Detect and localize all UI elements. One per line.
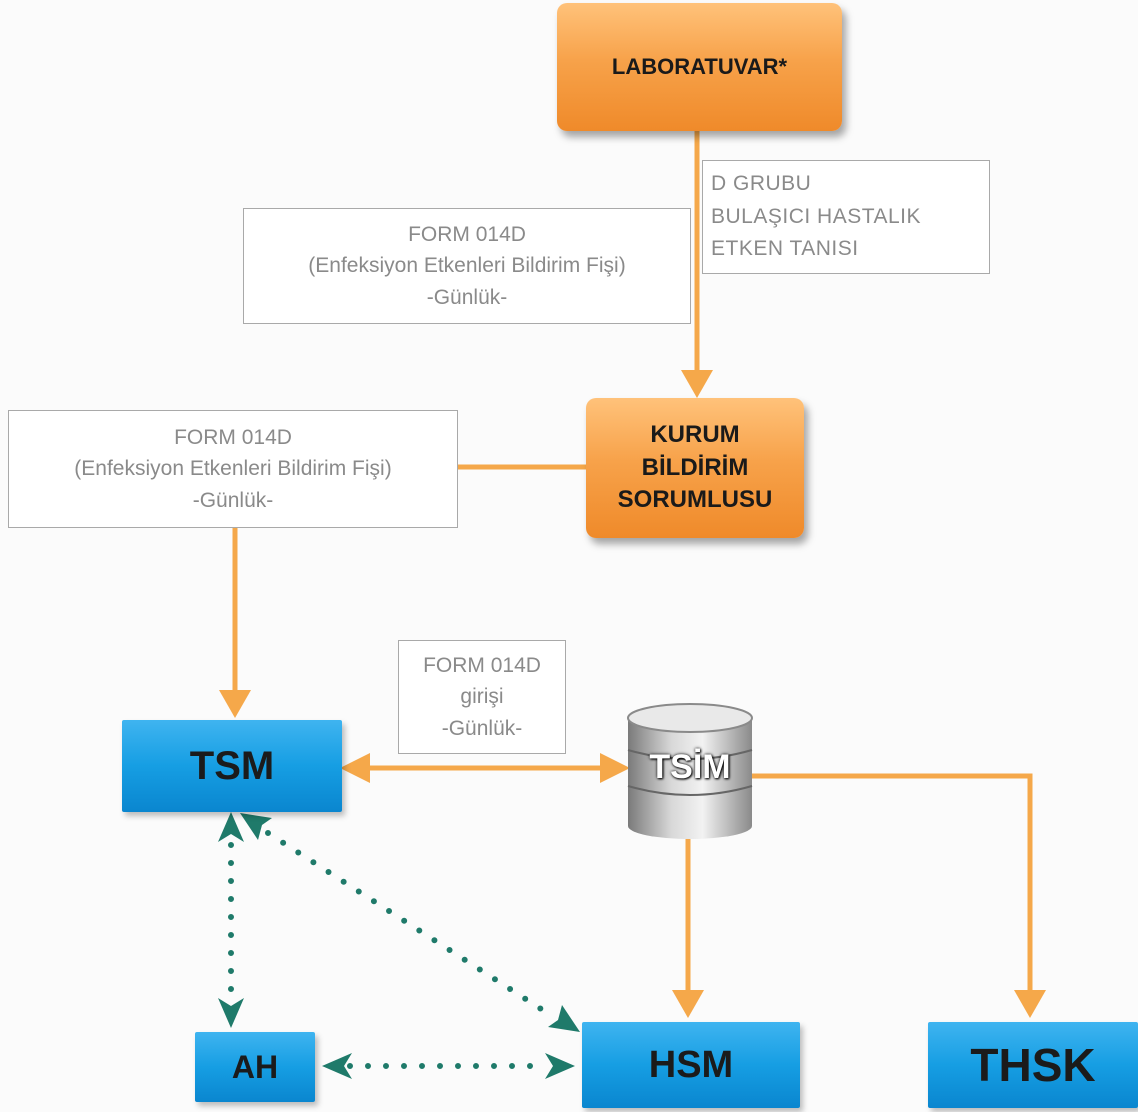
hsm-node: HSM xyxy=(582,1022,800,1108)
form-left-line1: FORM 014D xyxy=(174,425,292,449)
tsm-node: TSM xyxy=(122,720,342,812)
form-014d-upper-box: FORM 014D (Enfeksiyon Etkenleri Bildirim… xyxy=(243,208,691,324)
green-arrow-tsm-up xyxy=(218,812,244,842)
thsk-label: THSK xyxy=(970,1039,1096,1091)
form-014d-girisi-box: FORM 014D girişi -Günlük- xyxy=(398,640,566,754)
arrowhead-hsm xyxy=(672,990,704,1018)
kurum-bildirim-node: KURUM BİLDİRİM SORUMLUSU xyxy=(586,398,804,538)
thsk-node: THSK xyxy=(928,1022,1138,1108)
kurum-label-line3: SORUMLUSU xyxy=(617,486,773,514)
tsim-label: TSİM xyxy=(649,748,731,786)
arrowhead-tsim-right xyxy=(600,753,630,783)
arrowhead-thsk xyxy=(1014,990,1046,1018)
arrowhead-tsm xyxy=(219,690,251,718)
kurum-label-line2: BİLDİRİM xyxy=(641,453,749,481)
ah-label: AH xyxy=(231,1048,279,1085)
kurum-label-line1: KURUM xyxy=(650,421,740,449)
arrowhead-tsm-left xyxy=(340,753,370,783)
green-arrow-ah-down xyxy=(218,998,244,1028)
green-arrow-ah-left xyxy=(322,1053,352,1079)
form-upper-line1: FORM 014D xyxy=(408,222,526,246)
d-grubu-line2: BULAŞICI HASTALIK xyxy=(711,204,922,228)
laboratuvar-label: LABORATUVAR* xyxy=(611,54,788,79)
tsim-to-thsk-line xyxy=(752,773,1033,995)
green-arrowheads xyxy=(218,812,580,1079)
form-girisi-line3: -Günlük- xyxy=(441,716,523,740)
form-left-line3: -Günlük- xyxy=(192,488,274,512)
orange-arrowheads xyxy=(219,370,1046,1018)
form-014d-left-box: FORM 014D (Enfeksiyon Etkenleri Bildirim… xyxy=(8,410,458,528)
form-girisi-line1: FORM 014D xyxy=(423,653,541,677)
green-arrow-hsm-diag xyxy=(548,1005,580,1032)
form-left-line2: (Enfeksiyon Etkenleri Bildirim Fişi) xyxy=(74,457,392,481)
dotted-connectors xyxy=(228,830,558,1069)
hsm-label: HSM xyxy=(648,1043,734,1086)
d-grubu-label-box: D GRUBU BULAŞICI HASTALIK ETKEN TANISI xyxy=(702,160,990,274)
ah-node: AH xyxy=(195,1032,315,1102)
laboratuvar-node: LABORATUVAR* xyxy=(557,3,842,131)
green-arrow-tsm-diag xyxy=(240,813,272,840)
orange-connectors xyxy=(232,130,1033,995)
d-grubu-line1: D GRUBU xyxy=(711,172,812,196)
form-girisi-line2: girişi xyxy=(460,685,504,709)
tsm-hsm-dotted xyxy=(265,830,558,1021)
green-arrow-hsm-right xyxy=(545,1053,575,1079)
form-upper-line3: -Günlük- xyxy=(426,285,508,309)
form-upper-line2: (Enfeksiyon Etkenleri Bildirim Fişi) xyxy=(308,254,626,278)
tsim-database-icon xyxy=(627,703,753,839)
arrowhead-kurum xyxy=(681,370,713,398)
d-grubu-line3: ETKEN TANISI xyxy=(711,237,859,261)
tsm-label: TSM xyxy=(189,743,275,788)
